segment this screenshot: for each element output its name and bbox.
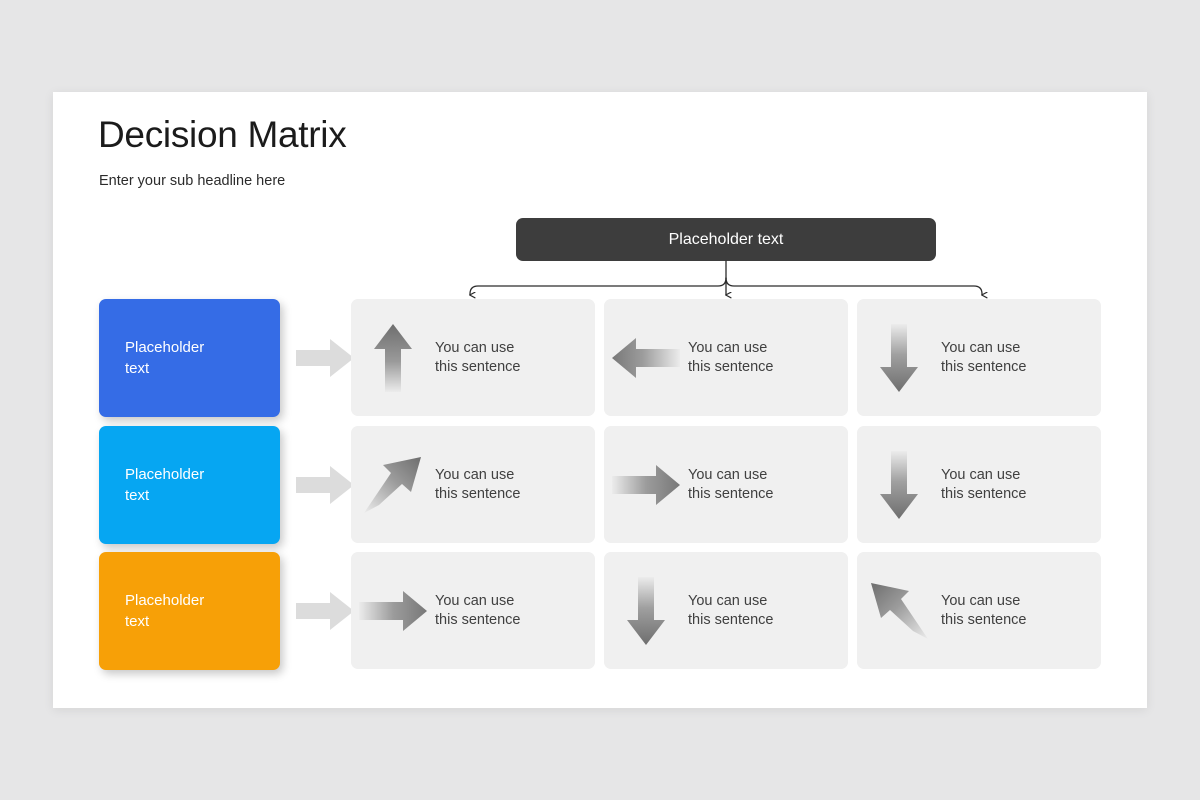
slide-canvas: Decision Matrix Enter your sub headline …: [53, 92, 1147, 708]
matrix-cell-text: You can use this sentence: [941, 592, 1026, 630]
matrix-cell-text: You can use this sentence: [435, 592, 520, 630]
arrow-down-icon: [857, 299, 941, 416]
category-card-2[interactable]: Placeholder text: [99, 426, 280, 544]
matrix-cell-line2: this sentence: [941, 485, 1027, 502]
matrix-cell[interactable]: You can use this sentence: [351, 552, 595, 669]
matrix-cell[interactable]: You can use this sentence: [604, 426, 848, 543]
header-box[interactable]: Placeholder text: [516, 218, 936, 261]
matrix-cell-line1: You can use: [435, 592, 515, 609]
matrix-cell[interactable]: You can use this sentence: [351, 299, 595, 416]
arrow-right-icon: [604, 426, 688, 543]
page-subtitle: Enter your sub headline here: [99, 173, 286, 189]
arrow-right-icon: [351, 552, 435, 669]
matrix-cell-line1: You can use: [435, 339, 515, 356]
matrix-cell-line1: You can use: [688, 466, 768, 483]
matrix-cell-line2: this sentence: [941, 358, 1027, 375]
row-connector-arrow-right-icon: [296, 339, 354, 377]
matrix-cell[interactable]: You can use this sentence: [604, 552, 848, 669]
matrix-cell-text: You can use this sentence: [688, 466, 773, 504]
category-card-1-line2: text: [125, 360, 150, 377]
arrow-down-icon: [604, 552, 688, 669]
matrix-cell-line2: this sentence: [688, 611, 774, 628]
category-card-3[interactable]: Placeholder text: [99, 552, 280, 670]
matrix-cell-text: You can use this sentence: [688, 592, 773, 630]
row-connector-arrow-right-icon: [296, 592, 354, 630]
matrix-cell[interactable]: You can use this sentence: [857, 299, 1101, 416]
matrix-cell-line1: You can use: [688, 339, 768, 356]
category-card-2-line2: text: [125, 487, 150, 504]
matrix-cell-line1: You can use: [941, 339, 1021, 356]
category-card-3-line1: Placeholder: [125, 592, 205, 609]
category-card-2-line1: Placeholder: [125, 466, 205, 483]
arrow-down-icon: [857, 426, 941, 543]
matrix-cell-line2: this sentence: [435, 611, 521, 628]
arrow-up-left-icon: [857, 552, 941, 669]
matrix-cell-line1: You can use: [435, 466, 515, 483]
header-box-label: Placeholder text: [668, 230, 784, 248]
category-card-1-line1: Placeholder: [125, 339, 205, 356]
matrix-cell-text: You can use this sentence: [941, 339, 1026, 377]
matrix-cell[interactable]: You can use this sentence: [857, 552, 1101, 669]
arrow-left-icon: [604, 299, 688, 416]
matrix-cell-line2: this sentence: [435, 485, 521, 502]
matrix-cell-line1: You can use: [941, 592, 1021, 609]
matrix-cell-line2: this sentence: [941, 611, 1027, 628]
matrix-cell[interactable]: You can use this sentence: [351, 426, 595, 543]
matrix-cell[interactable]: You can use this sentence: [857, 426, 1101, 543]
matrix-cell-text: You can use this sentence: [435, 466, 520, 504]
row-connector-arrow-right-icon: [296, 466, 354, 504]
matrix-cell-text: You can use this sentence: [435, 339, 520, 377]
matrix-cell-text: You can use this sentence: [688, 339, 773, 377]
matrix-cell-text: You can use this sentence: [941, 466, 1026, 504]
matrix-cell-line1: You can use: [941, 466, 1021, 483]
matrix-cell-line2: this sentence: [435, 358, 521, 375]
category-card-1[interactable]: Placeholder text: [99, 299, 280, 417]
matrix-cell[interactable]: You can use this sentence: [604, 299, 848, 416]
arrow-up-icon: [351, 299, 435, 416]
page-title: Decision Matrix: [98, 114, 347, 155]
matrix-cell-line2: this sentence: [688, 358, 774, 375]
category-card-3-line2: text: [125, 613, 150, 630]
arrow-up-right-icon: [351, 426, 435, 543]
matrix-cell-line2: this sentence: [688, 485, 774, 502]
matrix-cell-line1: You can use: [688, 592, 768, 609]
